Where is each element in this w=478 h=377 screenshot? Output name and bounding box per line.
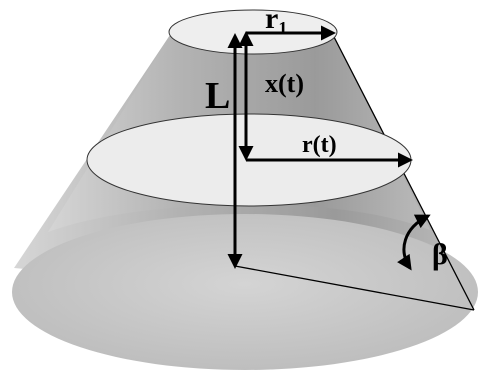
label-r1-base: r: [265, 2, 278, 35]
label-r-t: r(t): [302, 132, 337, 158]
label-r1-subscript: 1: [278, 18, 287, 38]
label-x-t: x(t): [265, 69, 304, 98]
base-radius-line: [234, 265, 475, 311]
label-beta: β: [432, 238, 448, 271]
label-L: L: [205, 75, 230, 117]
beta-angle-arc: [397, 214, 431, 271]
cone-base-ellipse: [12, 214, 478, 370]
label-r1: r1: [265, 2, 287, 38]
